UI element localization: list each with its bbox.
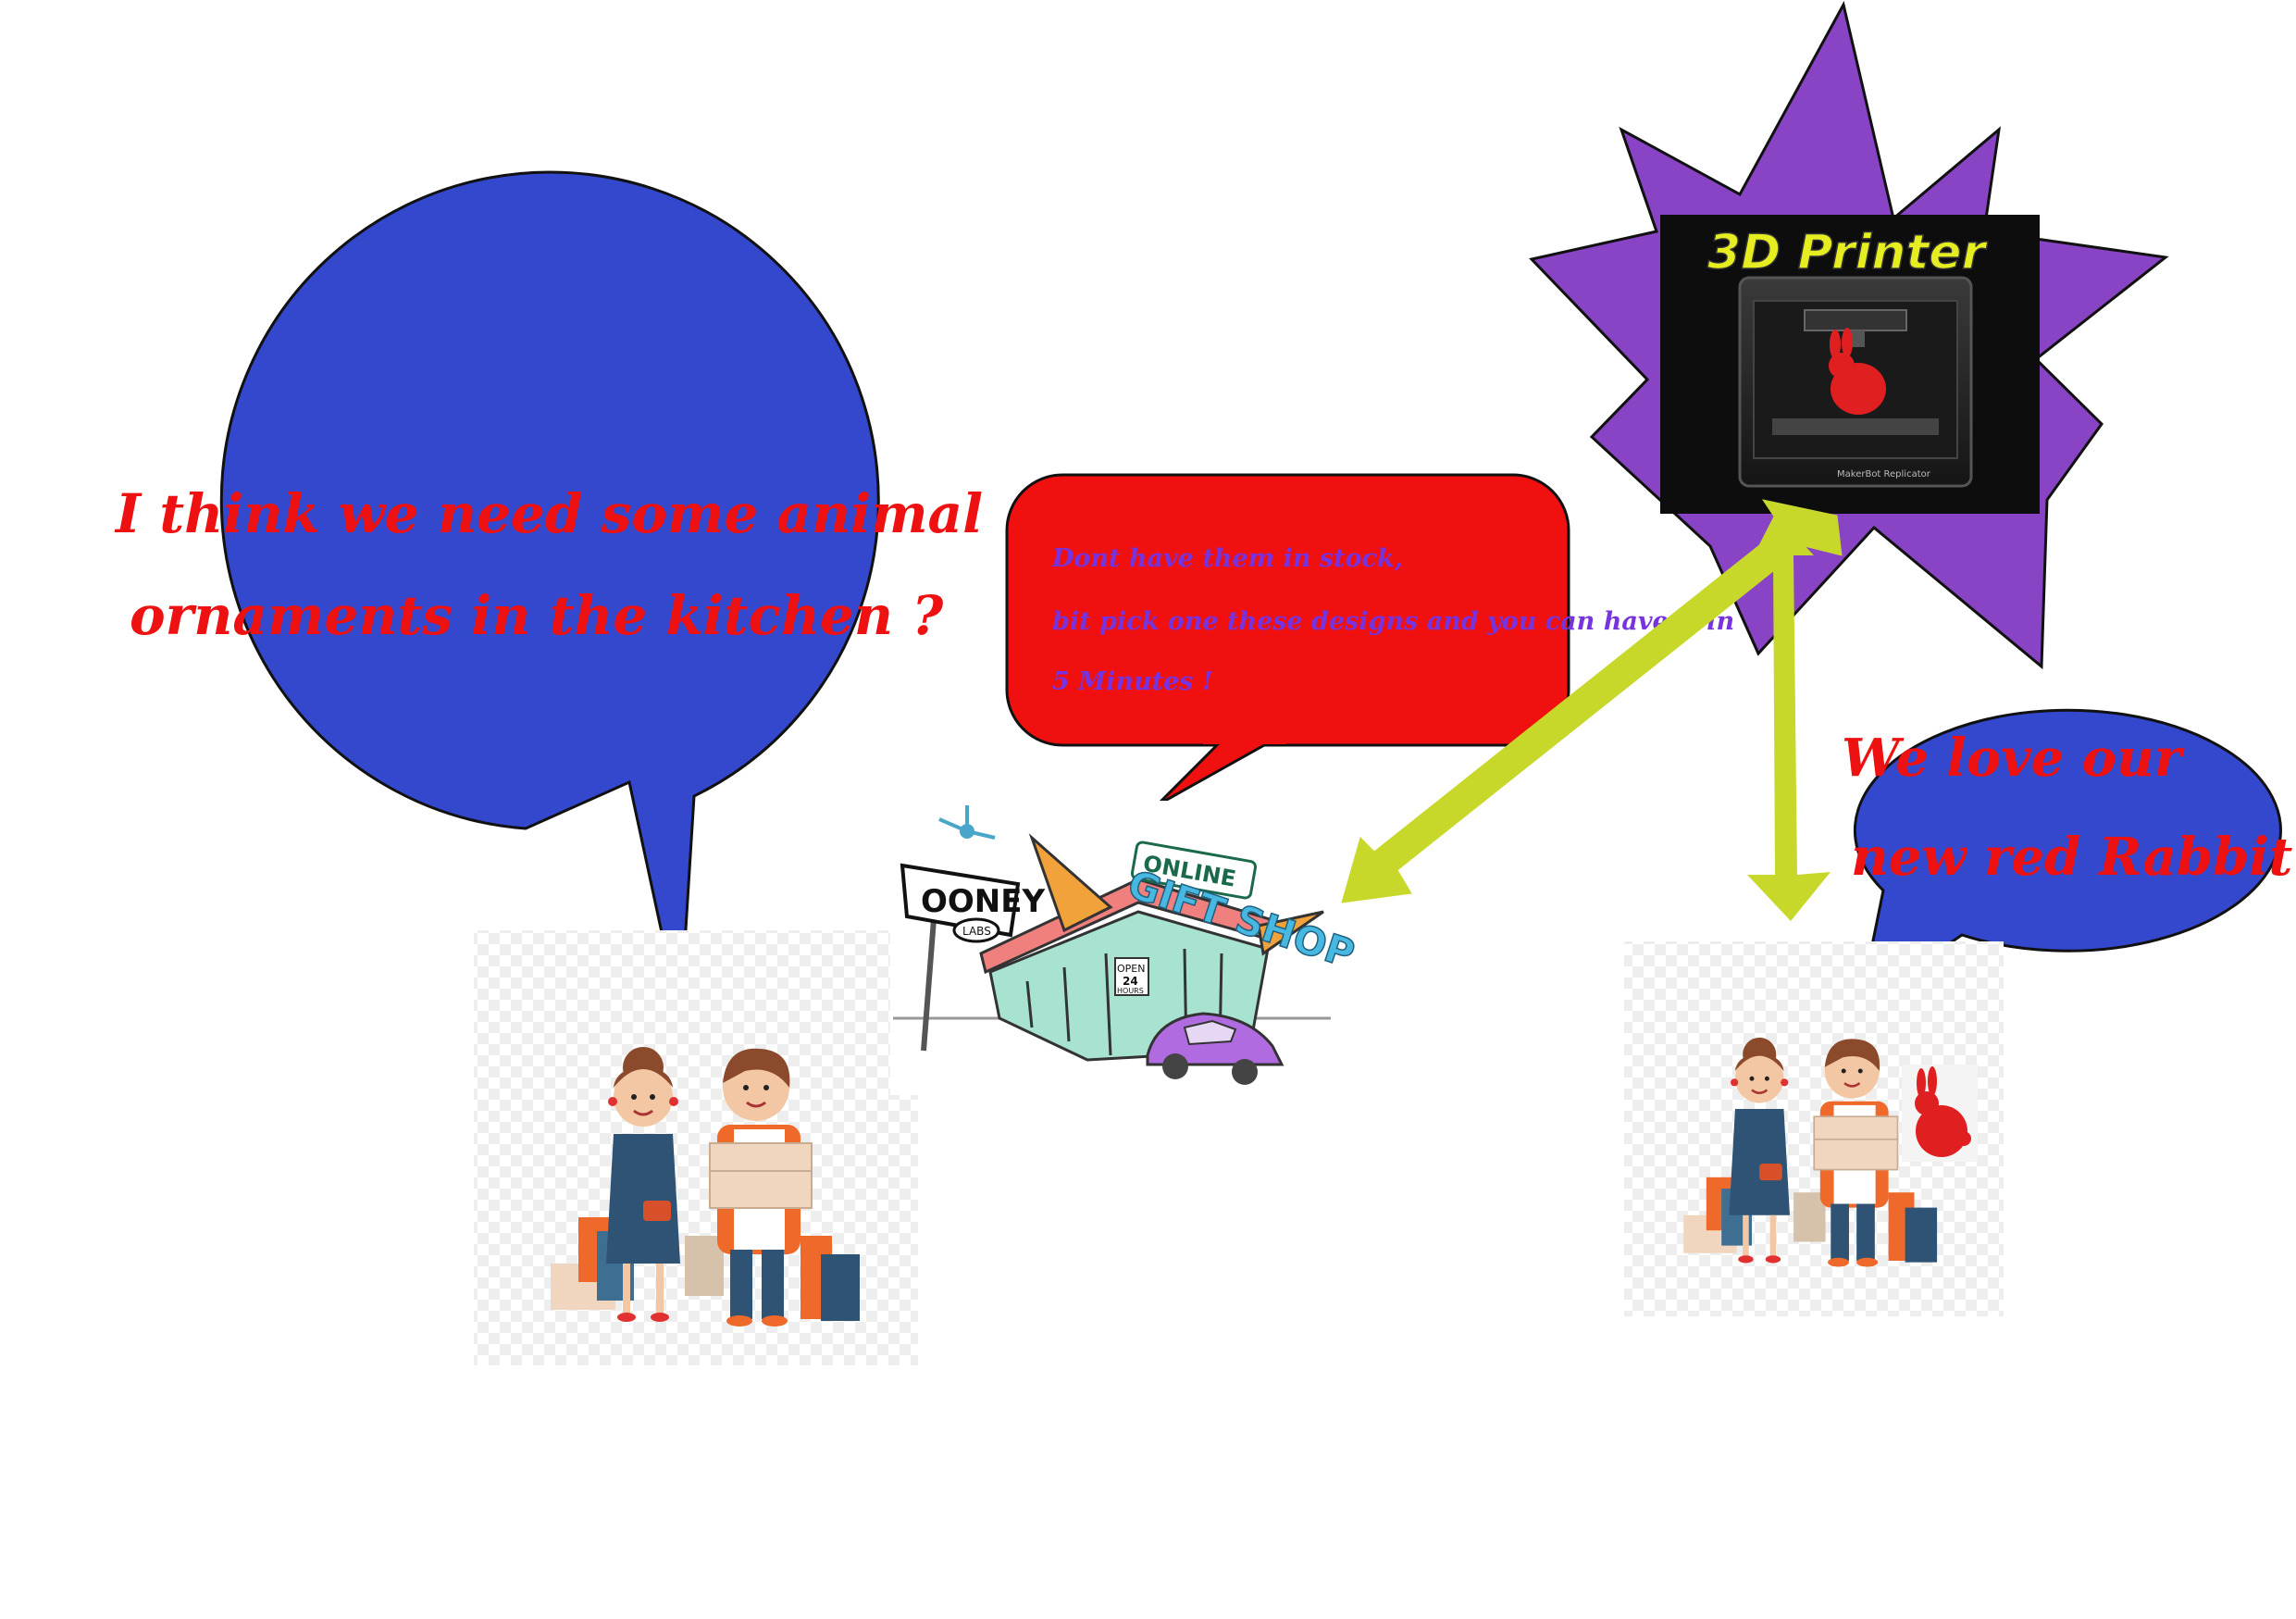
- 3d-printer-icon: 3D Printer MakerBot Replicator: [1660, 215, 2040, 514]
- shop-hours-text: 24: [1123, 975, 1138, 988]
- speech-shop-line2: bit pick one these designs and you can h…: [1052, 607, 1734, 636]
- gift-shop-icon: OONEY LABS ONLINE GIFT SHOP OPEN 24 HOUR…: [890, 801, 1360, 1095]
- couple-shopping-icon: [474, 930, 918, 1365]
- speech-left-line1: I think we need some animal: [114, 482, 983, 545]
- printer-title: 3D Printer: [1707, 225, 1989, 280]
- printer-brand: MakerBot Replicator: [1837, 469, 1931, 479]
- red-rabbit-icon: [1902, 1065, 1978, 1162]
- speech-bubble-shop: Dont have them in stock, bit pick one th…: [1005, 473, 1734, 807]
- speech-bubble-left: I think we need some animal ornaments in…: [114, 170, 983, 1019]
- shop-hours-sub: HOURS: [1117, 987, 1144, 995]
- speech-bubble-right: We love our new red Rabbit!: [1842, 708, 2296, 1008]
- speech-shop-line1: Dont have them in stock,: [1051, 544, 1403, 573]
- shop-brand-text: OONEY: [921, 883, 1045, 920]
- speech-left-line2: ornaments in the kitchen ?: [130, 584, 944, 647]
- speech-right-line1: We love our: [1842, 728, 2185, 789]
- couple-with-rabbit-icon: [1624, 941, 2004, 1316]
- arrow-printer-couple: [1747, 514, 1831, 921]
- shop-open-text: OPEN: [1117, 963, 1145, 975]
- shop-brand-sub: LABS: [962, 925, 991, 938]
- speech-shop-line3: 5 Minutes !: [1052, 667, 1213, 696]
- speech-right-line2: new red Rabbit!: [1851, 827, 2296, 888]
